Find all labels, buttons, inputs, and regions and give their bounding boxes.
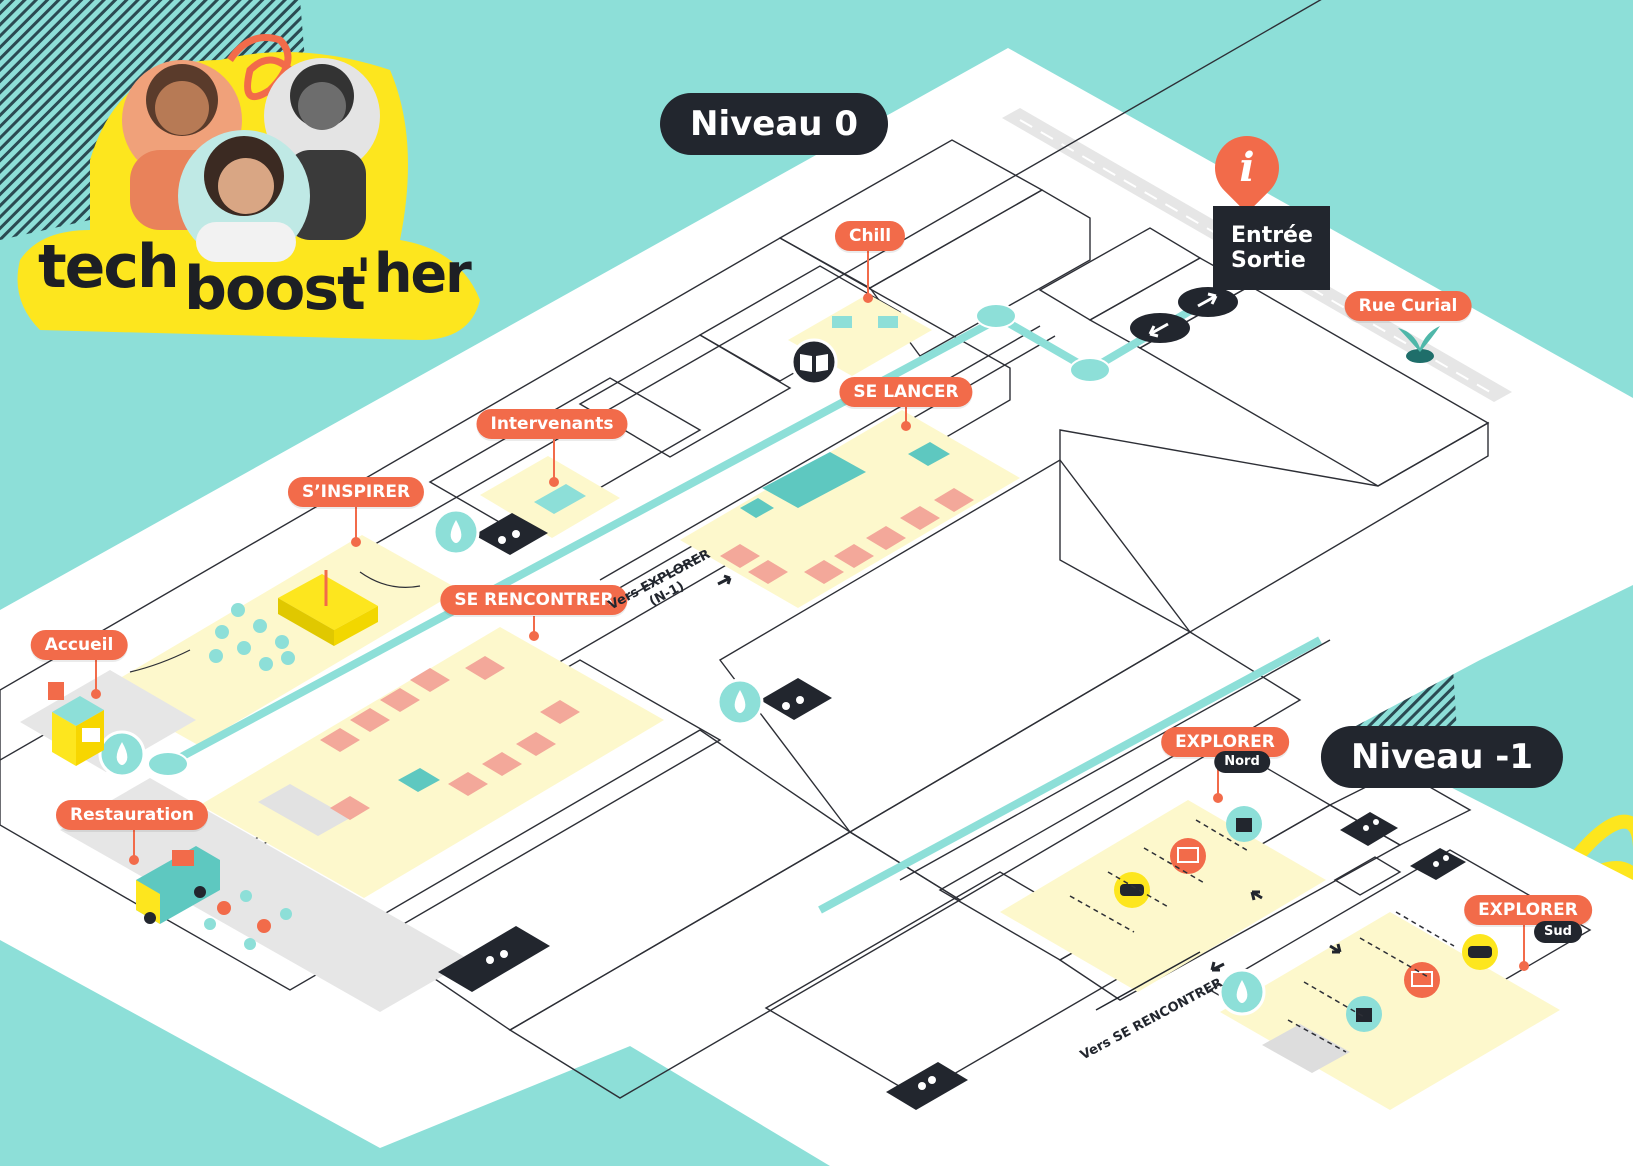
restauration-chairs bbox=[204, 890, 292, 950]
pin-dots bbox=[91, 293, 1529, 971]
info-glyph: i bbox=[1239, 144, 1255, 191]
entrance-label: Entrée bbox=[1231, 223, 1313, 248]
arrow-icon bbox=[615, 555, 1342, 1011]
zone-label-chill[interactable]: Chill bbox=[834, 221, 906, 251]
logo-her: her bbox=[374, 242, 472, 305]
sublabel-nord: Nord bbox=[1214, 751, 1270, 773]
accueil-kiosk bbox=[48, 682, 104, 766]
logo-orange-scribble bbox=[227, 34, 293, 101]
path-markers bbox=[147, 287, 1238, 777]
zone-label-explorer-sud[interactable]: EXPLORER bbox=[1464, 895, 1592, 925]
zone-label-se-lancer[interactable]: SE LANCER bbox=[839, 377, 973, 407]
sublabel-sud: Sud bbox=[1534, 921, 1582, 943]
vr-headset-icon bbox=[1114, 872, 1498, 970]
presentation-icon bbox=[1170, 838, 1440, 998]
info-icon: i bbox=[1201, 122, 1293, 214]
bunting-left bbox=[129, 649, 191, 673]
avatar bbox=[178, 130, 310, 262]
logo-boost: boost bbox=[184, 254, 366, 324]
toilet-blocks bbox=[438, 513, 1466, 1110]
gray-patch-explorer-sud bbox=[1262, 1024, 1350, 1073]
stage-platform bbox=[278, 570, 378, 646]
zone-label-intervenants[interactable]: Intervenants bbox=[476, 409, 628, 439]
gray-patch-rencontrer bbox=[258, 784, 350, 836]
street-label-rue-curial[interactable]: Rue Curial bbox=[1344, 291, 1472, 321]
bunting-right bbox=[359, 571, 421, 588]
water-drop-icon bbox=[98, 508, 1266, 1016]
chill-furniture bbox=[832, 316, 898, 328]
walking-path-level-1 bbox=[818, 636, 1322, 914]
explorer-rows bbox=[1069, 819, 1455, 1053]
level-0-label: Niveau 0 bbox=[660, 93, 888, 155]
food-truck-icon bbox=[136, 846, 220, 924]
logo-tech: tech bbox=[38, 232, 180, 302]
exit-label: Sortie bbox=[1231, 248, 1306, 273]
zone-label-restauration[interactable]: Restauration bbox=[55, 800, 209, 830]
meeting-tables bbox=[320, 488, 974, 820]
robot-icon bbox=[1226, 806, 1382, 1032]
plant-icon bbox=[1398, 326, 1440, 363]
restauration-area bbox=[60, 778, 470, 1012]
teal-platforms bbox=[398, 442, 950, 792]
zone-label-explorer-nord[interactable]: EXPLORER bbox=[1161, 727, 1289, 757]
entrance-exit-sign: Entrée Sortie bbox=[1213, 206, 1330, 290]
zone-label-s-inspirer[interactable]: S’INSPIRER bbox=[287, 477, 425, 507]
floor-level0 bbox=[0, 48, 1633, 1148]
zone-label-accueil[interactable]: Accueil bbox=[30, 630, 128, 660]
restauration-tables bbox=[217, 901, 271, 933]
level-minus1-label: Niveau -1 bbox=[1320, 726, 1564, 788]
book-icon bbox=[790, 338, 838, 386]
logo-apostrophe: ' bbox=[356, 248, 371, 306]
toilets-icon bbox=[486, 530, 1449, 1090]
audience-chairs bbox=[209, 603, 295, 671]
speaker-desk bbox=[534, 484, 586, 514]
zone-label-se-rencontrer[interactable]: SE RENCONTRER bbox=[440, 585, 628, 615]
